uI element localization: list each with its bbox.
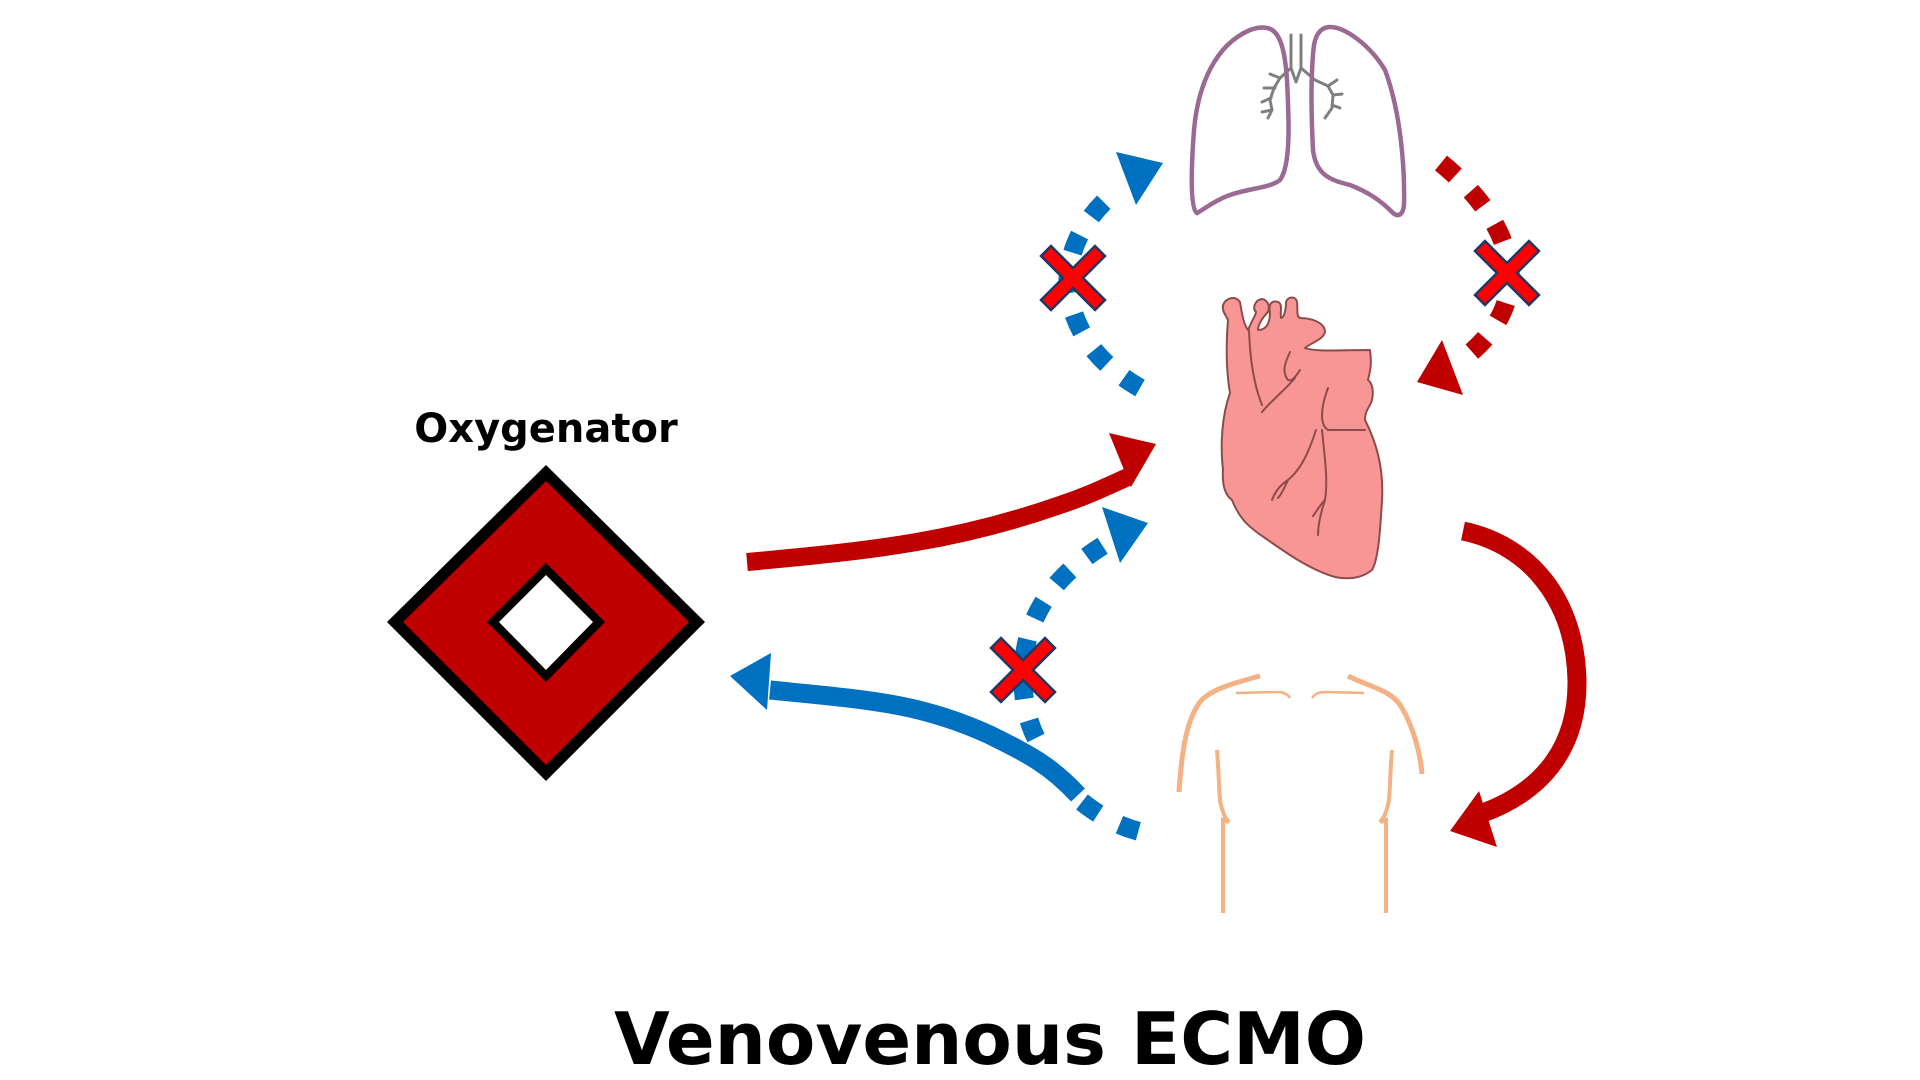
left-shoulder (1176, 673, 1261, 793)
flow-line (769, 680, 1085, 802)
arrow-head-icon (1116, 152, 1163, 205)
lungs-icon (1189, 24, 1407, 218)
left-lung-icon (1189, 25, 1291, 216)
right-lung-icon (1309, 24, 1407, 218)
right-collarbone (1311, 690, 1365, 699)
airway-icon (1260, 33, 1344, 120)
arrow-head-icon (1109, 433, 1156, 487)
cross-x-icon (1039, 244, 1107, 312)
arrow-head-icon (1417, 340, 1463, 395)
flow-line-dotted (1076, 794, 1162, 846)
right-shoulder (1346, 673, 1425, 775)
heart-icon (1220, 296, 1384, 580)
cross-x-icon (989, 636, 1057, 704)
flow-body-to-oxygenator (730, 653, 1162, 846)
right-side (1378, 749, 1394, 913)
heart-body (1220, 296, 1384, 580)
left-collarbone (1235, 690, 1292, 699)
flow-line (1460, 521, 1587, 822)
oxygenator-window (499, 575, 593, 670)
oxygenator-label: Oxygenator (414, 406, 678, 452)
diagram-title: Venovenous ECMO (614, 997, 1366, 1080)
left-side (1215, 749, 1231, 913)
flow-oxygenator-to-heart (746, 433, 1156, 571)
arrow-head-icon (730, 653, 771, 710)
flow-body-to-heart (1013, 507, 1148, 743)
arrow-head-icon (1102, 507, 1148, 563)
body-torso-icon (1176, 673, 1425, 913)
arrow-head-icon (1450, 791, 1497, 847)
flow-heart-to-body (1450, 521, 1587, 847)
flow-line-dotted (1013, 531, 1117, 743)
cross-x-icon (1473, 239, 1541, 307)
oxygenator (387, 465, 705, 781)
flow-line (746, 468, 1132, 571)
